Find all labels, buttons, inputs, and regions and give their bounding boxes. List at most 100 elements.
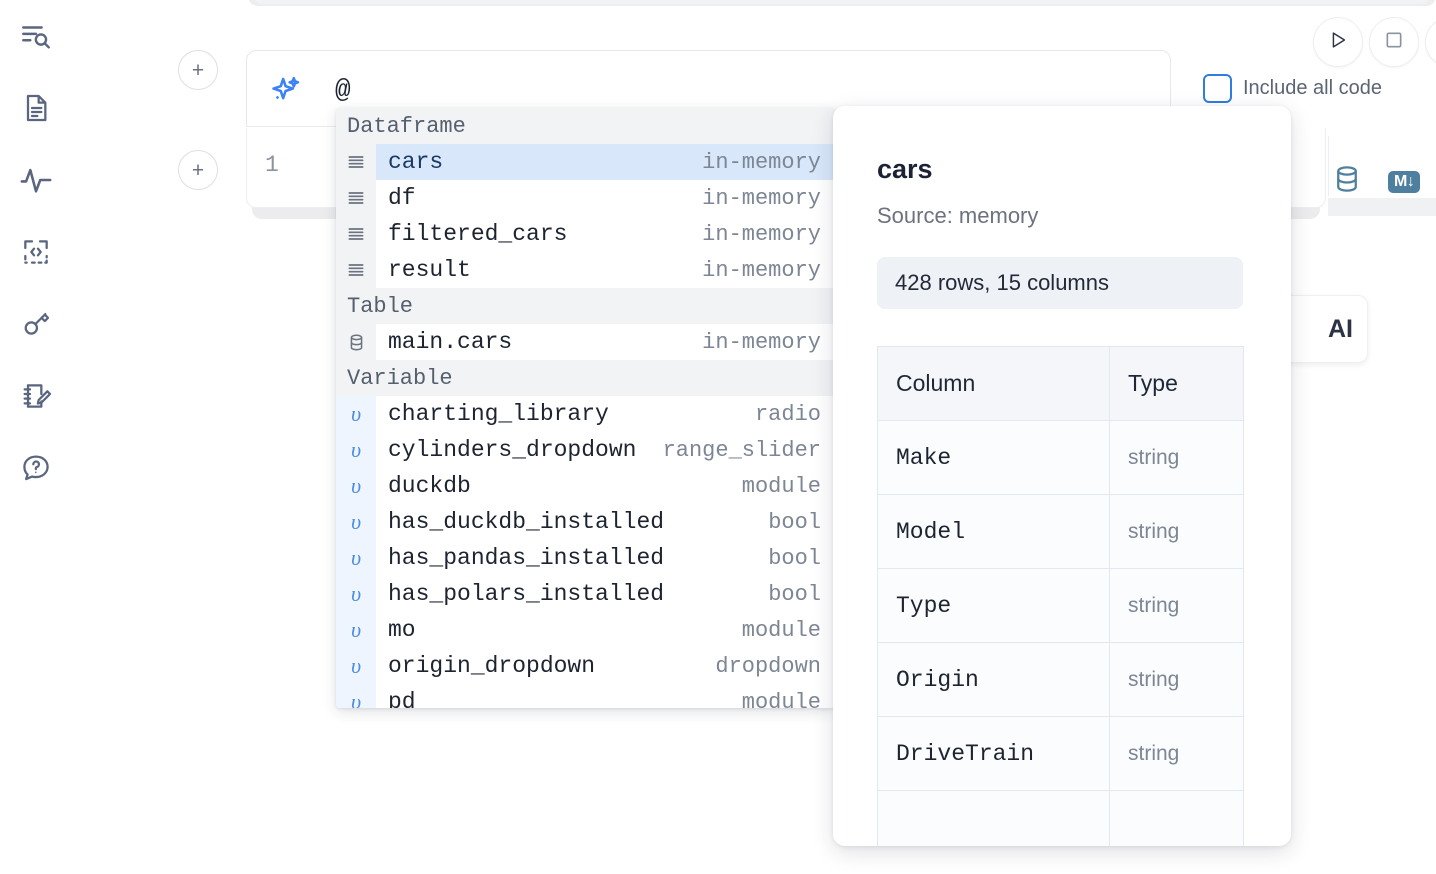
autocomplete-item[interactable]: carsin-memory (336, 144, 835, 180)
autocomplete-item-type: in-memory (702, 330, 835, 355)
autocomplete-item[interactable]: υhas_duckdb_installedbool (336, 504, 835, 540)
database-icon[interactable] (1332, 164, 1362, 199)
autocomplete-item-name: has_pandas_installed (376, 545, 768, 571)
autocomplete-item-type: in-memory (702, 186, 835, 211)
autocomplete-item-name: cylinders_dropdown (376, 437, 663, 463)
autocomplete-item[interactable]: dfin-memory (336, 180, 835, 216)
autocomplete-item-name: origin_dropdown (376, 653, 715, 679)
sidebar-item-activity[interactable] (14, 158, 58, 202)
autocomplete-dropdown[interactable]: Dataframecarsin-memorydfin-memoryfiltere… (336, 108, 835, 708)
sidebar-item-help[interactable] (14, 446, 58, 490)
plus-icon: + (192, 160, 204, 181)
ai-prompt-input[interactable]: @ (335, 75, 351, 105)
autocomplete-item[interactable]: υduckdbmodule (336, 468, 835, 504)
autocomplete-item-name: df (376, 185, 702, 211)
autocomplete-item-type: module (742, 618, 835, 643)
variable-icon: υ (336, 612, 376, 648)
stop-button[interactable] (1369, 17, 1419, 67)
add-cell-below-button[interactable]: + (178, 150, 218, 190)
activity-icon (19, 163, 53, 197)
sidebar-item-scratchpad[interactable] (14, 374, 58, 418)
autocomplete-item[interactable]: υhas_pandas_installedbool (336, 540, 835, 576)
autocomplete-item[interactable]: υhas_polars_installedbool (336, 576, 835, 612)
preview-source: Source: memory (877, 203, 1038, 229)
autocomplete-item-type: module (742, 690, 835, 709)
run-button[interactable] (1313, 17, 1363, 67)
table-row: Makestring (878, 421, 1244, 495)
autocomplete-item-name: duckdb (376, 473, 742, 499)
dataframe-preview-panel: cars Source: memory 428 rows, 15 columns… (833, 106, 1291, 846)
cell-column-name (878, 791, 1110, 847)
header-type: Type (1110, 347, 1244, 421)
autocomplete-item[interactable]: main.carsin-memory (336, 324, 835, 360)
variable-icon: υ (336, 504, 376, 540)
key-icon (20, 308, 52, 340)
database-icon (336, 324, 376, 360)
markdown-badge-label: M (1394, 174, 1407, 190)
add-cell-above-button[interactable]: + (178, 50, 218, 90)
table-header-row: Column Type (878, 347, 1244, 421)
sidebar-item-secrets[interactable] (14, 302, 58, 346)
sidebar-item-snippets[interactable] (14, 230, 58, 274)
preview-schema-table: Column Type MakestringModelstringTypestr… (877, 346, 1244, 846)
more-actions-button[interactable] (1425, 17, 1436, 67)
autocomplete-item-type: range_slider (663, 438, 835, 463)
download-arrow-icon: ↓ (1407, 174, 1415, 190)
autocomplete-item[interactable]: resultin-memory (336, 252, 835, 288)
plus-icon: + (192, 60, 204, 81)
variable-icon: υ (336, 432, 376, 468)
table-row: DriveTrainstring (878, 717, 1244, 791)
autocomplete-item-name: has_polars_installed (376, 581, 768, 607)
autocomplete-item-name: mo (376, 617, 742, 643)
cell-column-name: Origin (878, 643, 1110, 717)
autocomplete-group-table: Table (336, 288, 835, 324)
preview-table-body: MakestringModelstringTypestringOriginstr… (878, 421, 1244, 847)
cell-column-name: Type (878, 569, 1110, 643)
autocomplete-item-name: pd (376, 689, 742, 708)
generate-with-ai-label: AI (1328, 315, 1353, 344)
autocomplete-item[interactable]: υorigin_dropdowndropdown (336, 648, 835, 684)
cell-column-type: string (1110, 643, 1244, 717)
cell-column-type: string (1110, 495, 1244, 569)
autocomplete-item-type: bool (768, 546, 835, 571)
cell-column-name: Make (878, 421, 1110, 495)
autocomplete-list[interactable]: Dataframecarsin-memorydfin-memoryfiltere… (336, 108, 835, 708)
sidebar-item-file[interactable] (14, 86, 58, 130)
include-all-code-checkbox[interactable] (1203, 74, 1232, 103)
autocomplete-item[interactable]: υmomodule (336, 612, 835, 648)
autocomplete-item-name: main.cars (376, 329, 702, 355)
cell-divider (1328, 136, 1329, 196)
dataframe-rows-icon (336, 180, 376, 216)
autocomplete-item-type: in-memory (702, 150, 835, 175)
autocomplete-item[interactable]: υcylinders_dropdownrange_slider (336, 432, 835, 468)
autocomplete-group-variable: Variable (336, 360, 835, 396)
sidebar-item-outline-search[interactable] (14, 14, 58, 58)
include-all-code-row[interactable]: Include all code (1203, 74, 1382, 103)
sparkles-icon (269, 74, 303, 108)
autocomplete-item-type: bool (768, 510, 835, 535)
autocomplete-item-name: cars (376, 149, 702, 175)
cell-column-type: string (1110, 421, 1244, 495)
line-number: 1 (265, 152, 279, 178)
autocomplete-item[interactable]: υcharting_libraryradio (336, 396, 835, 432)
table-row: Modelstring (878, 495, 1244, 569)
autocomplete-item-type: dropdown (715, 654, 835, 679)
cell-column-type (1110, 791, 1244, 847)
autocomplete-item[interactable]: filtered_carsin-memory (336, 216, 835, 252)
cell-action-icons: M↓ (1332, 164, 1420, 199)
autocomplete-item-type: module (742, 474, 835, 499)
variable-icon: υ (336, 684, 376, 708)
variable-icon: υ (336, 468, 376, 504)
cell-column-name: DriveTrain (878, 717, 1110, 791)
markdown-badge[interactable]: M↓ (1388, 171, 1420, 193)
table-row: Originstring (878, 643, 1244, 717)
autocomplete-item-type: radio (755, 402, 835, 427)
variable-icon: υ (336, 576, 376, 612)
preview-title: cars (877, 154, 933, 185)
scratchpad-edit-icon (20, 380, 52, 412)
autocomplete-item[interactable]: υpdmodule (336, 684, 835, 708)
file-text-icon (20, 92, 52, 124)
autocomplete-item-name: result (376, 257, 702, 283)
table-row (878, 791, 1244, 847)
outline-search-icon (19, 19, 53, 53)
